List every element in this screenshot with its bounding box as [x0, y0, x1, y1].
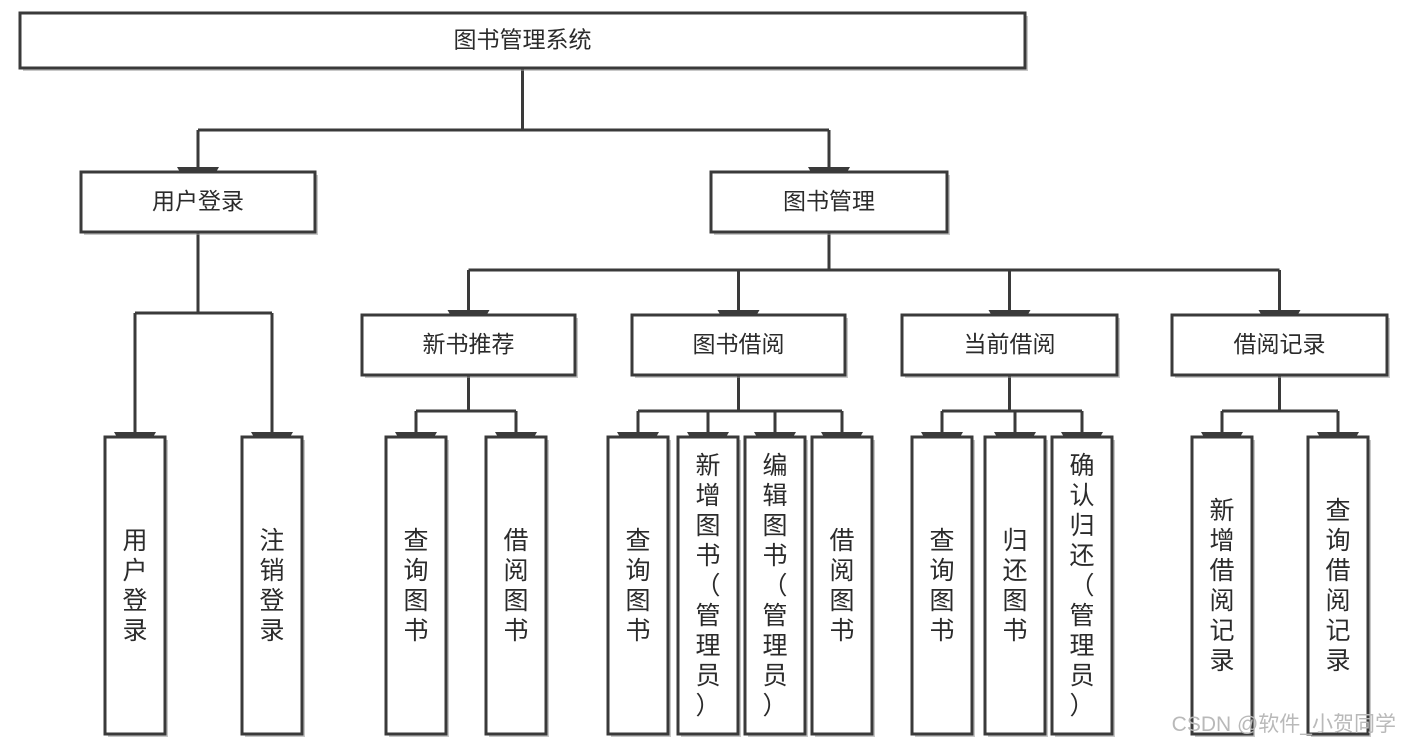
node-label: 用户登录: [122, 527, 147, 645]
node-book-borrow[interactable]: 图书借阅: [630, 313, 848, 378]
node-rect[interactable]: [1190, 435, 1254, 736]
node-leaf-add-book-admin[interactable]: 新增图书（管理员）: [676, 435, 741, 737]
node-borrow-record[interactable]: 借阅记录: [1170, 313, 1390, 378]
node-rect[interactable]: [606, 435, 670, 736]
node-leaf-borrow-book-borrow[interactable]: 借阅图书: [810, 435, 875, 737]
node-rect[interactable]: [810, 435, 874, 736]
node-label: 借阅记录: [1234, 331, 1326, 357]
node-rect[interactable]: [983, 435, 1047, 736]
node-label: 新增图书（管理员）: [695, 452, 720, 720]
node-leaf-query-book-recommend[interactable]: 查询图书: [384, 435, 449, 737]
node-label: 查询借阅记录: [1325, 497, 1350, 675]
node-rect[interactable]: [1306, 435, 1370, 736]
node-leaf-logout[interactable]: 注销登录: [240, 435, 305, 737]
node-rect[interactable]: [384, 435, 448, 736]
node-leaf-return-book[interactable]: 归还图书: [983, 435, 1048, 737]
node-rect[interactable]: [900, 313, 1119, 377]
node-leaf-add-borrow-record[interactable]: 新增借阅记录: [1190, 435, 1255, 737]
node-rect[interactable]: [240, 435, 304, 736]
node-layer: 图书管理系统用户登录图书管理新书推荐图书借阅当前借阅借阅记录用户登录注销登录查询…: [18, 11, 1390, 737]
node-rect[interactable]: [630, 313, 847, 377]
node-label: 查询图书: [625, 527, 650, 645]
node-label: 归还图书: [1002, 527, 1027, 645]
node-rect[interactable]: [79, 170, 317, 234]
node-label: 编辑图书（管理员）: [762, 452, 787, 720]
node-leaf-query-borrow-record[interactable]: 查询借阅记录: [1306, 435, 1371, 737]
node-rect[interactable]: [484, 435, 548, 736]
node-leaf-edit-book-admin[interactable]: 编辑图书（管理员）: [743, 435, 808, 737]
node-rect[interactable]: [360, 313, 577, 377]
node-user-login[interactable]: 用户登录: [79, 170, 318, 235]
node-rect[interactable]: [743, 435, 807, 736]
node-label: 查询图书: [403, 527, 428, 645]
node-label: 注销登录: [259, 527, 284, 645]
node-leaf-user-login[interactable]: 用户登录: [103, 435, 168, 737]
node-rect[interactable]: [1050, 435, 1114, 736]
node-label: 当前借阅: [964, 331, 1056, 357]
node-label: 图书管理: [783, 188, 875, 214]
node-label: 确认归还（管理员）: [1069, 452, 1094, 720]
node-label: 借阅图书: [829, 527, 854, 645]
node-current-borrow[interactable]: 当前借阅: [900, 313, 1120, 378]
node-book-management[interactable]: 图书管理: [709, 170, 950, 235]
node-label: 图书借阅: [693, 331, 785, 357]
node-rect[interactable]: [103, 435, 167, 736]
node-label: 图书管理系统: [454, 27, 592, 53]
csdn-watermark: CSDN @软件_小贺同学: [1172, 713, 1396, 736]
node-label: 查询图书: [929, 527, 954, 645]
node-new-book-recommend[interactable]: 新书推荐: [360, 313, 578, 378]
node-leaf-query-book-borrow[interactable]: 查询图书: [606, 435, 671, 737]
node-leaf-query-book-current[interactable]: 查询图书: [910, 435, 975, 737]
node-label: 新增借阅记录: [1209, 497, 1234, 675]
connector-layer: [114, 68, 1359, 468]
node-label: 新书推荐: [423, 331, 515, 357]
node-root[interactable]: 图书管理系统: [18, 11, 1028, 71]
node-rect[interactable]: [910, 435, 974, 736]
node-leaf-confirm-return-admin[interactable]: 确认归还（管理员）: [1050, 435, 1115, 737]
node-rect[interactable]: [18, 11, 1027, 70]
node-rect[interactable]: [709, 170, 949, 234]
node-label: 用户登录: [152, 188, 244, 214]
node-label: 借阅图书: [503, 527, 528, 645]
node-rect[interactable]: [676, 435, 740, 736]
node-leaf-borrow-book-recommend[interactable]: 借阅图书: [484, 435, 549, 737]
node-rect[interactable]: [1170, 313, 1389, 377]
